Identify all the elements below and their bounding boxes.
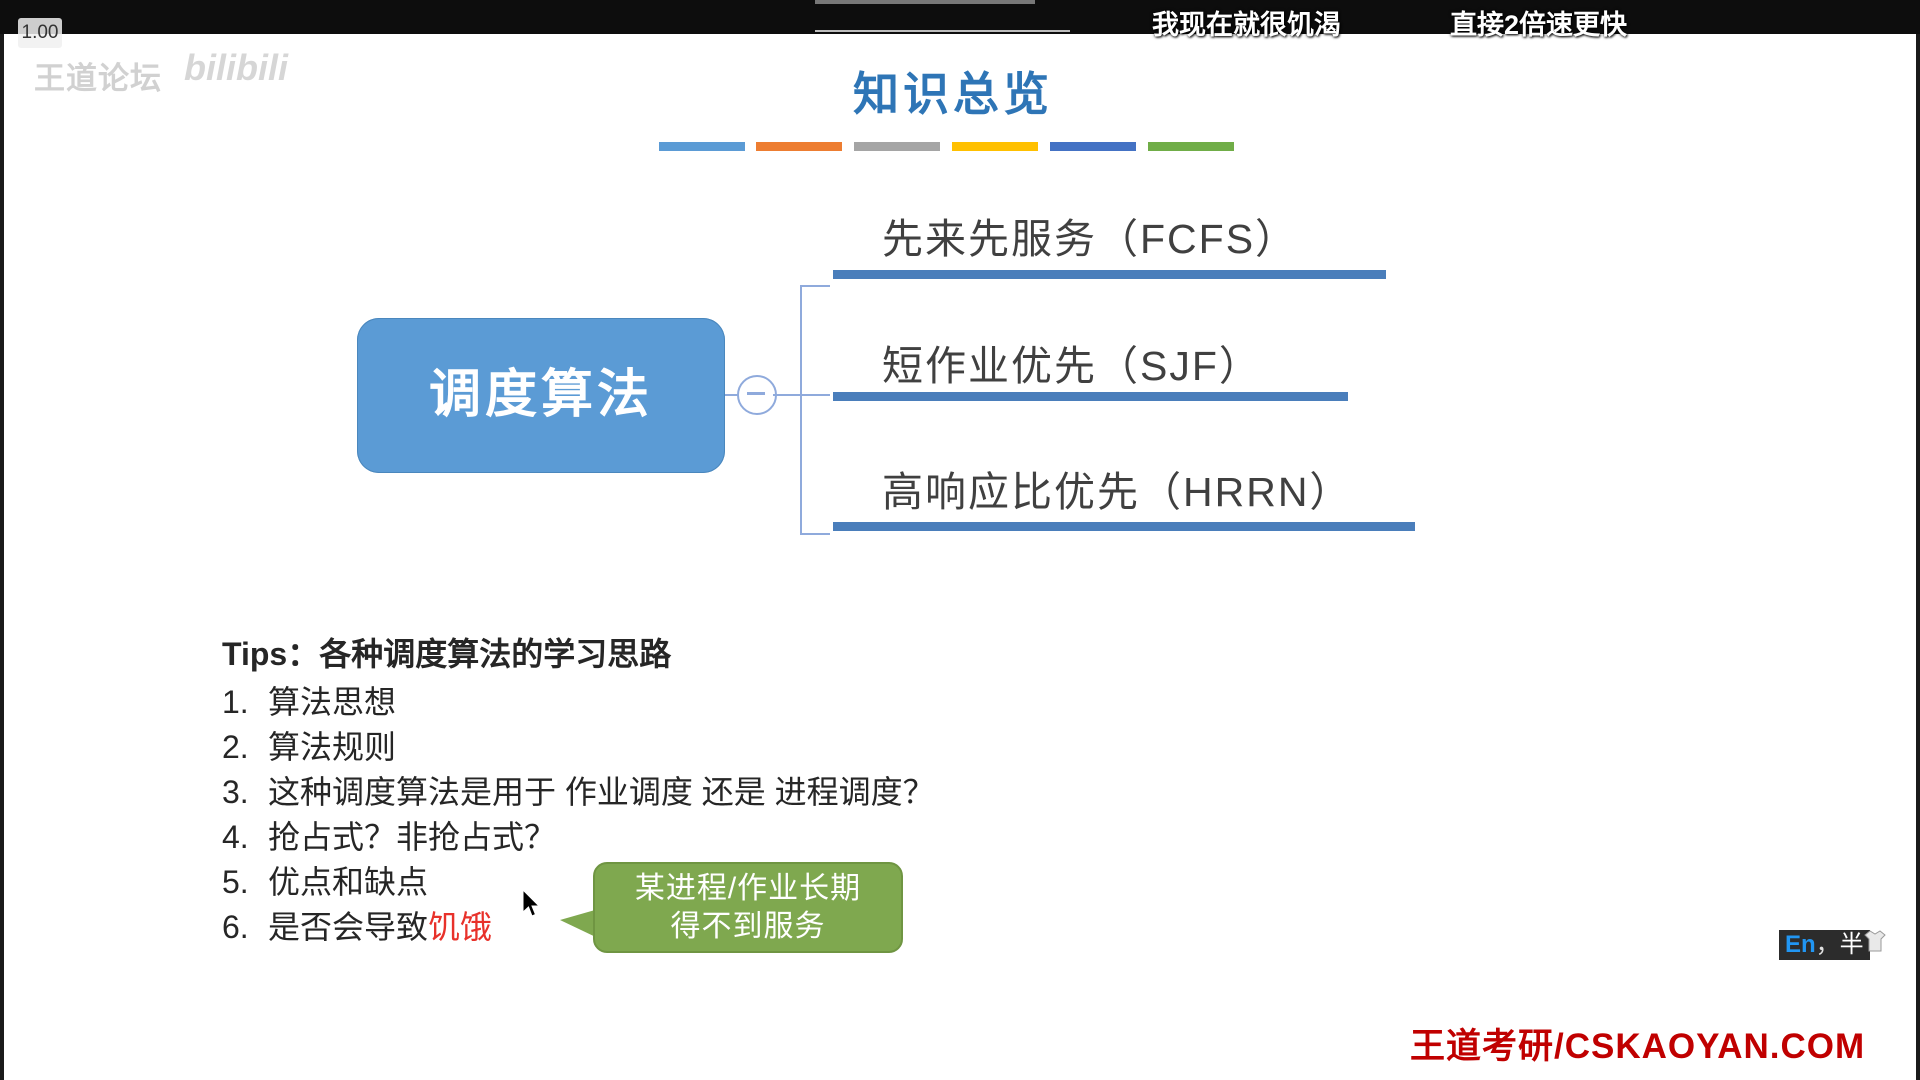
mindmap-branch-underline-3 xyxy=(833,522,1415,531)
tips-item-4: 4. 抢占式？非抢占式？ xyxy=(222,815,935,859)
tips-item-1: 1. 算法思想 xyxy=(222,680,935,724)
danmaku-partial-line-2 xyxy=(815,30,1070,32)
tips-item-1-number: 1. xyxy=(222,684,249,720)
tips-heading: Tips：各种调度算法的学习思路 xyxy=(222,632,935,676)
brand-footer: 王道考研/CSKAOYAN.COM xyxy=(1410,1027,1866,1066)
mindmap-root-label: 调度算法 xyxy=(428,366,653,424)
tips-item-3-number: 3. xyxy=(222,774,249,810)
tips-item-6-text: 是否会导致 xyxy=(268,909,429,945)
callout-line-1: 某进程/作业长期 xyxy=(634,872,862,905)
color-bar-3 xyxy=(854,142,940,151)
mindmap-connector-arm-3 xyxy=(800,533,830,535)
mindmap-connector-vertical xyxy=(800,285,802,533)
mindmap-branch-label-1: 先来先服务（FCFS） xyxy=(882,216,1299,262)
mindmap-branch-label-2: 短作业优先（SJF） xyxy=(882,343,1262,389)
bilibili-logo: bilibili xyxy=(184,47,288,88)
danmaku-comment-1: 我现在就很饥渴 xyxy=(1152,10,1341,40)
playback-speed-badge[interactable]: 1.00 xyxy=(18,18,62,48)
ime-shirt-icon[interactable] xyxy=(1862,928,1888,954)
danmaku-top-strip xyxy=(0,0,1920,34)
tips-item-5-text: 优点和缺点 xyxy=(268,864,429,900)
ime-width-label: 半 xyxy=(1839,931,1864,958)
tips-item-4-number: 4. xyxy=(222,819,249,855)
ime-mode-label: En xyxy=(1785,931,1816,958)
color-bar-6 xyxy=(1148,142,1234,151)
tips-item-2-number: 2. xyxy=(222,729,249,765)
tips-heading-text: Tips：各种调度算法的学习思路 xyxy=(222,636,672,672)
tips-item-2-text: 算法规则 xyxy=(268,729,397,765)
mindmap-connector-stem xyxy=(725,394,739,396)
tips-item-6-number: 6. xyxy=(222,909,249,945)
tips-item-3-text: 这种调度算法是用于 作业调度 还是 进程调度？ xyxy=(268,774,935,810)
mindmap-branch-underline-1 xyxy=(833,270,1386,279)
color-bar-2 xyxy=(756,142,842,151)
mindmap-branch-label-3: 高响应比优先（HRRN） xyxy=(882,469,1353,515)
danmaku-comment-2: 直接2倍速更快 xyxy=(1450,10,1628,40)
watermark-text: 王道论坛 xyxy=(34,61,162,96)
callout-line-2: 得不到服务 xyxy=(670,910,826,943)
mouse-cursor-icon xyxy=(523,890,541,917)
mindmap-connector-arm-1 xyxy=(800,285,830,287)
tips-item-5: 5. 优点和缺点 xyxy=(222,860,935,904)
tips-item-3: 3. 这种调度算法是用于 作业调度 还是 进程调度？ xyxy=(222,770,935,814)
color-bar-4 xyxy=(952,142,1038,151)
watermark: 王道论坛 bilibili xyxy=(34,45,354,100)
tips-item-2: 2. 算法规则 xyxy=(222,725,935,769)
danmaku-layer: 我现在就很饥渴 直接2倍速更快 xyxy=(0,0,1920,40)
color-bar-1 xyxy=(659,142,745,151)
mindmap-connector-arm-2 xyxy=(800,394,830,396)
mindmap-root-node: 调度算法 xyxy=(357,318,725,473)
mindmap-collapse-button[interactable] xyxy=(737,375,777,415)
callout-bubble: 某进程/作业长期 得不到服务 xyxy=(593,862,903,953)
tips-item-6-highlight: 饥饿 xyxy=(428,909,493,945)
video-frame-right-edge xyxy=(1916,0,1920,1080)
ime-separator: ， xyxy=(1815,931,1840,958)
mindmap-connector-trunk xyxy=(773,394,801,396)
tips-item-5-number: 5. xyxy=(222,864,249,900)
tips-item-1-text: 算法思想 xyxy=(268,684,397,720)
color-bar-5 xyxy=(1050,142,1136,151)
danmaku-partial-line-1 xyxy=(815,0,1035,4)
slide-title: 知识总览 xyxy=(853,68,1053,120)
video-frame-left-edge xyxy=(0,0,4,1080)
tips-item-4-text: 抢占式？非抢占式？ xyxy=(268,819,557,855)
tips-item-6: 6. 是否会导致饥饿 xyxy=(222,905,935,949)
ime-status-indicator[interactable]: En，半 xyxy=(1779,930,1870,960)
mindmap-branch-underline-2 xyxy=(833,392,1348,401)
tips-block: Tips：各种调度算法的学习思路 1. 算法思想 2. 算法规则 3. 这种调度… xyxy=(222,632,935,950)
